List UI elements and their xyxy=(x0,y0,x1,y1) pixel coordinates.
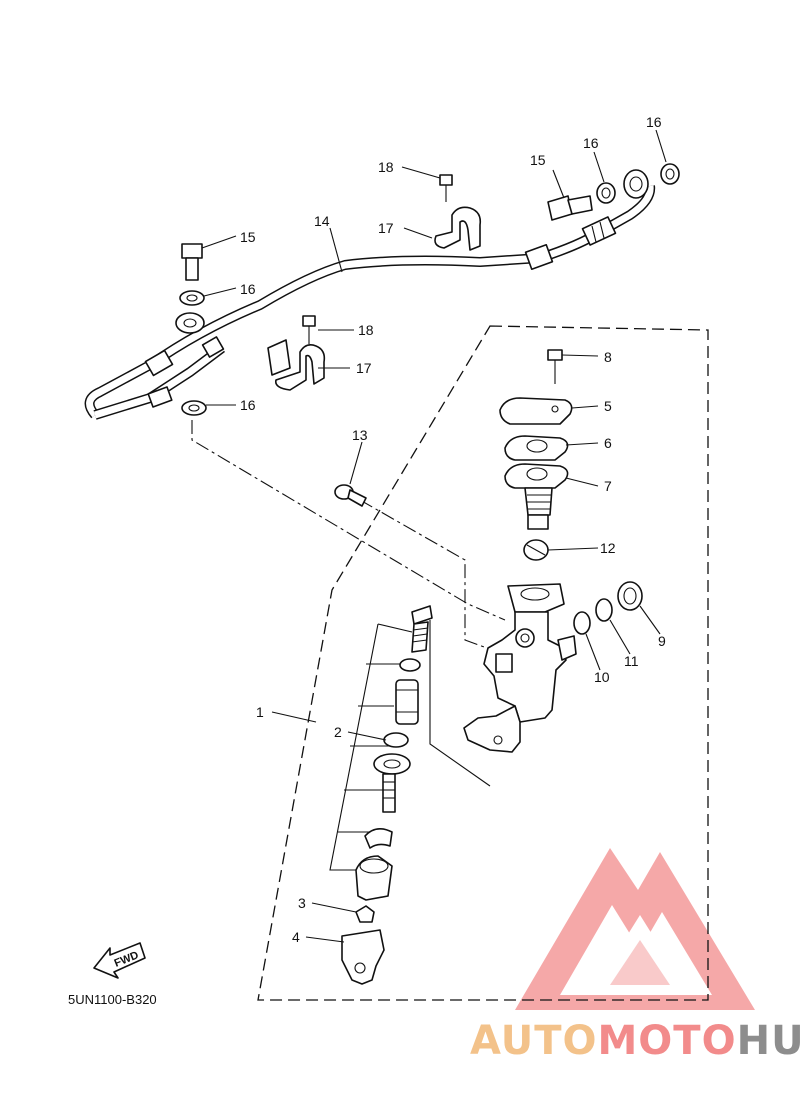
watermark-auto: AUTO xyxy=(470,1018,598,1064)
callout-5: 5 xyxy=(604,398,612,414)
forward-arrow-icon: FWD xyxy=(93,942,146,979)
washer-16-upper-a xyxy=(596,182,616,204)
callout-numbers: 18 17 15 16 16 14 15 16 18 17 16 13 8 5 … xyxy=(240,114,666,945)
washer-16-upper-b xyxy=(660,163,680,185)
washer-16-left-a xyxy=(179,290,205,306)
callout-6: 6 xyxy=(604,435,612,451)
bolt-route-line xyxy=(359,499,521,661)
callout-18-lower: 18 xyxy=(358,322,374,338)
lower-banjo-fitting xyxy=(175,243,207,416)
callout-15-left: 15 xyxy=(240,229,256,245)
callout-16-a: 16 xyxy=(583,135,599,151)
piston-kit xyxy=(329,605,491,985)
callout-12: 12 xyxy=(600,540,616,556)
callout-18-upper: 18 xyxy=(378,159,394,175)
upper-banjo-fitting xyxy=(547,163,680,221)
hose-route-line xyxy=(191,420,506,621)
callout-14: 14 xyxy=(314,213,330,229)
callout-1: 1 xyxy=(256,704,264,720)
oil-seal-9 xyxy=(617,581,643,611)
clevis-4 xyxy=(341,929,385,985)
callout-10: 10 xyxy=(594,669,610,685)
bolt-13 xyxy=(334,484,367,507)
cup-2 xyxy=(383,732,409,748)
watermark-logo-icon xyxy=(515,848,755,1010)
callout-16-b: 16 xyxy=(646,114,662,130)
spring-top xyxy=(411,605,433,625)
watermark-text: AUTOMOTOHUB xyxy=(470,1018,800,1064)
screw-8 xyxy=(547,349,563,361)
diaphragm-7 xyxy=(504,463,569,489)
reservoir-parts xyxy=(499,349,573,561)
callout-17-lower: 17 xyxy=(356,360,372,376)
callout-17-upper: 17 xyxy=(378,220,394,236)
circlip xyxy=(364,828,393,849)
diagram-code: 5UN1100-B320 xyxy=(68,992,157,1007)
callout-3: 3 xyxy=(298,895,306,911)
reservoir-cap-5 xyxy=(499,397,573,425)
oring-10 xyxy=(573,611,591,635)
callout-8: 8 xyxy=(604,349,612,365)
callout-2: 2 xyxy=(334,724,342,740)
callout-16-d: 16 xyxy=(240,397,256,413)
nut-3 xyxy=(355,905,375,923)
brake-hose xyxy=(84,185,656,420)
callout-13: 13 xyxy=(352,427,368,443)
callout-15-upper: 15 xyxy=(530,152,546,168)
callout-7: 7 xyxy=(604,478,612,494)
watermark-hub: HUB xyxy=(736,1018,800,1064)
callout-11: 11 xyxy=(624,653,639,669)
piston xyxy=(395,679,419,725)
callout-4: 4 xyxy=(292,929,300,945)
banjo-bolt-15-left xyxy=(181,243,203,259)
callout-9: 9 xyxy=(658,633,666,649)
oring-11 xyxy=(595,598,613,622)
watermark-moto: MOTO xyxy=(597,1018,737,1064)
master-cylinder-body xyxy=(463,583,577,753)
leader-lines xyxy=(201,129,667,943)
callout-16-c: 16 xyxy=(240,281,256,297)
washer-16-left-b xyxy=(181,400,207,416)
boot xyxy=(355,855,393,901)
hose-clamp-upper xyxy=(434,174,482,251)
seals xyxy=(573,581,643,635)
assembly-boundary xyxy=(257,325,709,1001)
hose-clamp-lower xyxy=(267,315,326,391)
